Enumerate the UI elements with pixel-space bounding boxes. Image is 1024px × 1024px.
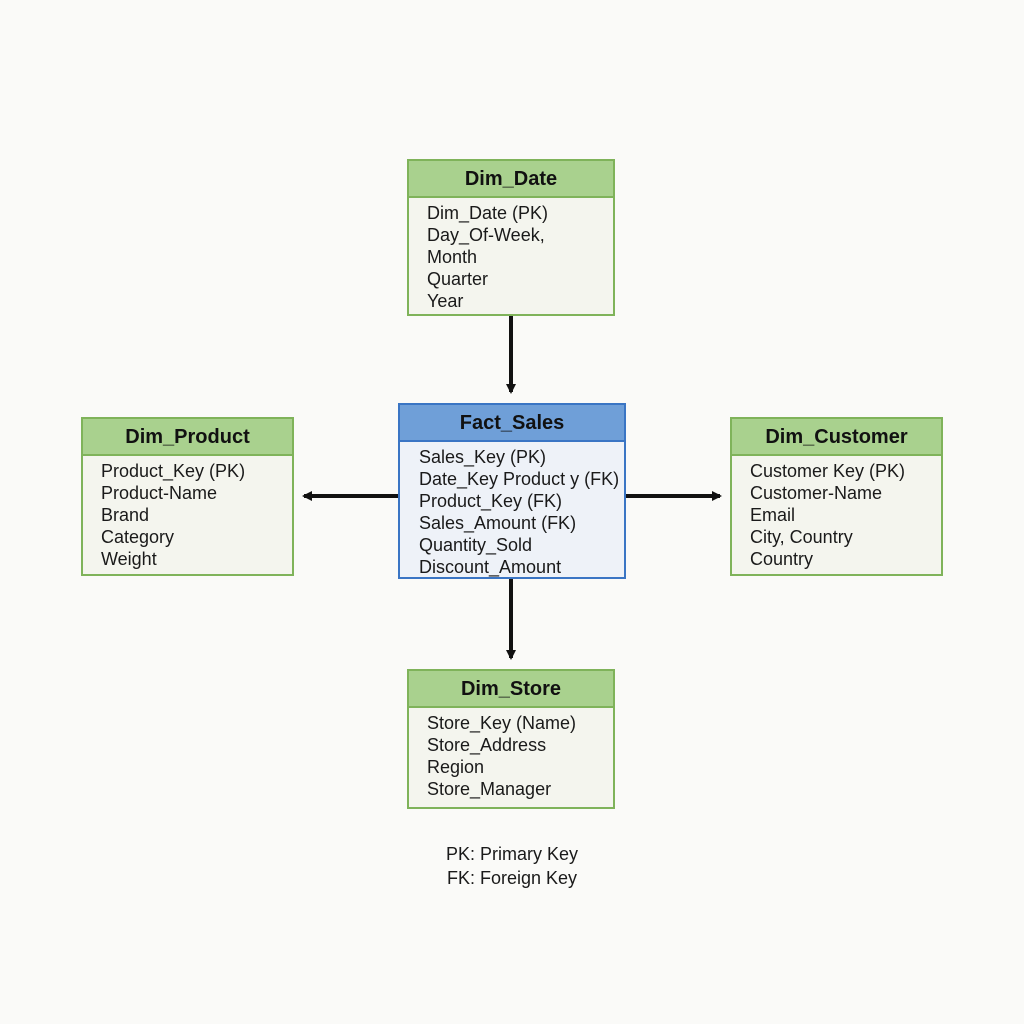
field-row: City, Country — [750, 527, 853, 547]
field-row: Store_Key (Name) — [427, 713, 577, 733]
table-dim-customer: Dim_Customer Customer Key (PK) Customer-… — [730, 417, 943, 576]
field-row: Quantity_Sold — [419, 535, 533, 555]
field-row: Product_Key (PK) — [101, 461, 246, 481]
field-row: Sales_Amount (FK) — [419, 513, 577, 533]
field-row: Discount_Amount — [419, 557, 562, 577]
legend-fk: FK: Foreign Key — [446, 868, 578, 888]
field-row: Product_Key (FK) — [419, 491, 563, 511]
table-title: Dim_Store — [409, 671, 613, 708]
field-row: Country — [750, 549, 814, 569]
field-row: Store_Manager — [427, 779, 552, 799]
field-row: Email — [750, 505, 796, 525]
table-title: Fact_Sales — [400, 405, 624, 442]
table-fact-sales: Fact_Sales Sales_Key (PK) Date_Key Produ… — [398, 403, 626, 579]
field-row: Month — [427, 247, 478, 267]
field-row: Year — [427, 291, 464, 311]
field-row: Sales_Key (PK) — [419, 447, 547, 467]
field-row: Category — [101, 527, 175, 547]
field-row: Product-Name — [101, 483, 218, 503]
table-title: Dim_Product — [83, 419, 292, 456]
field-row: Day_Of-Week, — [427, 225, 545, 245]
field-row: Store_Address — [427, 735, 547, 755]
field-row: Region — [427, 757, 485, 777]
field-row: Weight — [101, 549, 157, 569]
table-dim-date: Dim_Date Dim_Date (PK) Day_Of-Week, Mont… — [407, 159, 615, 316]
table-dim-product: Dim_Product Product_Key (PK) Product-Nam… — [81, 417, 294, 576]
table-title: Dim_Customer — [732, 419, 941, 456]
table-dim-store: Dim_Store Store_Key (Name) Store_Address… — [407, 669, 615, 809]
table-title: Dim_Date — [409, 161, 613, 198]
field-row: Quarter — [427, 269, 489, 289]
legend-pk: PK: Primary Key — [445, 844, 579, 864]
legend: PK: Primary Key FK: Foreign Key — [412, 842, 612, 890]
field-row: Customer Key (PK) — [750, 461, 906, 481]
field-row: Date_Key Product y (FK) — [419, 469, 620, 489]
field-row: Brand — [101, 505, 150, 525]
field-row: Dim_Date (PK) — [427, 203, 549, 223]
field-row: Customer-Name — [750, 483, 883, 503]
